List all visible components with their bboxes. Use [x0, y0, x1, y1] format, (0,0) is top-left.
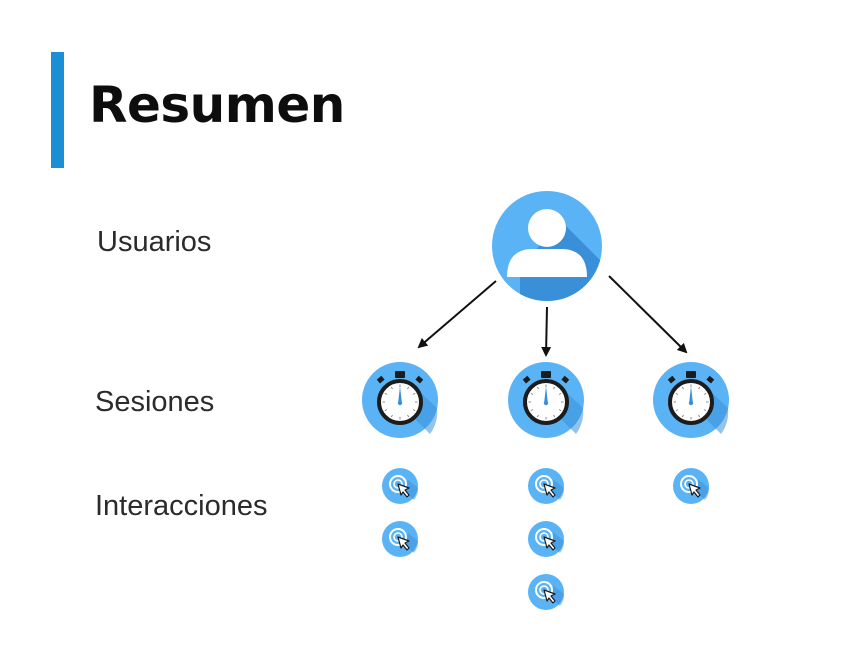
- title-accent-bar: [51, 52, 64, 168]
- stopwatch-icon: [362, 362, 438, 438]
- page-title: Resumen: [89, 76, 345, 134]
- arrow-to-session-1: [417, 280, 497, 349]
- arrow-to-session-2: [541, 306, 552, 357]
- arrow-to-session-3: [608, 275, 688, 354]
- click-icon: [528, 574, 565, 610]
- label-sesiones: Sesiones: [95, 386, 215, 418]
- click-icon: [673, 468, 710, 504]
- label-interacciones: Interacciones: [95, 490, 268, 522]
- stopwatch-icon: [653, 362, 729, 438]
- click-icon: [382, 468, 419, 504]
- stopwatch-icon: [508, 362, 584, 438]
- user-icon: [492, 191, 602, 301]
- click-icon: [528, 521, 565, 557]
- label-usuarios: Usuarios: [97, 226, 212, 258]
- click-icon: [528, 468, 565, 504]
- click-icon: [382, 521, 419, 557]
